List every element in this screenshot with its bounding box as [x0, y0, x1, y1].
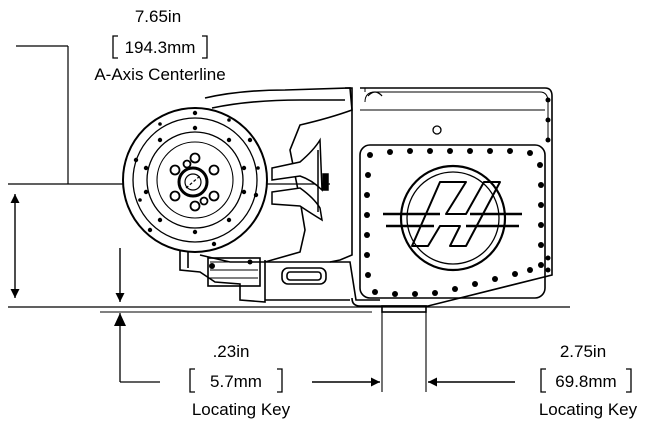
- centerline-dimension: 7.65in 194.3mm A-Axis Centerline: [8, 7, 330, 298]
- key-height-label: Locating Key: [192, 400, 291, 419]
- haas-logo: [383, 164, 522, 272]
- key-width-label: Locating Key: [539, 400, 638, 419]
- key-height-imperial: .23in: [213, 342, 250, 361]
- hose-fittings: [271, 137, 329, 222]
- key-height-dimension: .23in 5.7mm Locating Key: [100, 248, 372, 419]
- key-width-metric: 69.8mm: [555, 372, 616, 391]
- centerline-metric: 194.3mm: [125, 38, 196, 57]
- rotary-faceplate: [122, 107, 268, 269]
- key-width-imperial: 2.75in: [560, 342, 606, 361]
- panel-bolts: [364, 97, 551, 297]
- centerline-label: A-Axis Centerline: [94, 65, 225, 84]
- key-height-metric: 5.7mm: [210, 372, 262, 391]
- centerline-imperial: 7.65in: [135, 7, 181, 26]
- centerline-metric-brackets: [112, 35, 208, 59]
- key-width-dimension: 2.75in 69.8mm Locating Key: [312, 312, 638, 419]
- rotary-body: [179, 87, 553, 313]
